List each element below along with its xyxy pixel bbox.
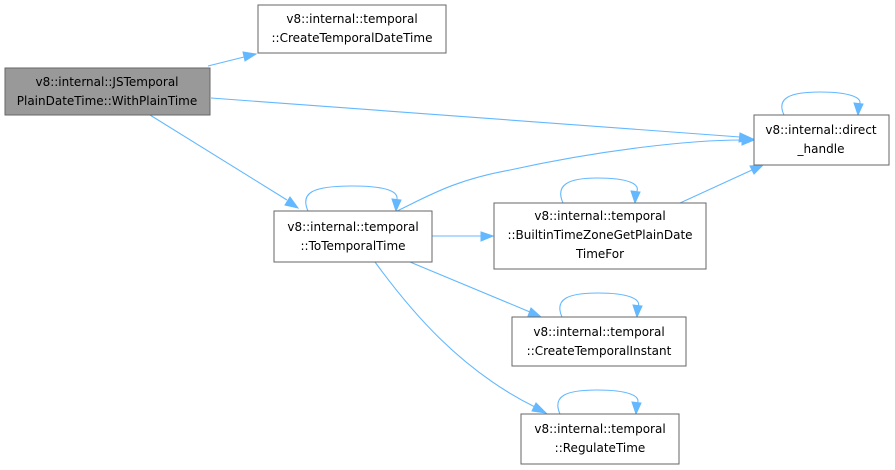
edge-arrowhead <box>631 401 642 416</box>
edge-builtin-to-direct-handle <box>679 169 753 204</box>
edge-self-loop-regulate-time <box>557 389 639 415</box>
edge-self-loop-direct-handle <box>781 91 861 116</box>
edge-arrowhead <box>284 196 300 209</box>
node-label-line: ::CreateTemporalDateTime <box>272 31 433 45</box>
edge-self-loop-builtin <box>560 177 638 204</box>
node-builtin-time-zone-get-plain-date-time-for[interactable]: v8::internal::temporal ::BuiltinTimeZone… <box>493 202 707 270</box>
node-label-line: ::ToTemporalTime <box>300 239 405 253</box>
edge-arrowhead <box>853 102 864 117</box>
node-create-temporal-date-time[interactable]: v8::internal::temporal ::CreateTemporalD… <box>257 4 447 54</box>
edge-self-loop-create-temporal-instant <box>559 292 640 318</box>
node-label-line: v8::internal::temporal <box>286 12 417 26</box>
edge-to-temporal-time-to-direct-handle <box>396 139 743 212</box>
node-label-line: v8::internal::temporal <box>534 422 665 436</box>
edge-to-temporal-time-to-regulate-time <box>374 261 536 408</box>
node-regulate-time[interactable]: v8::internal::temporal ::RegulateTime <box>520 413 680 465</box>
edge-arrowhead <box>527 307 543 318</box>
node-label-line: v8::internal::direct <box>765 123 877 137</box>
edge-arrowhead <box>242 51 258 62</box>
edge-arrowhead <box>531 402 548 414</box>
edge-arrowhead <box>630 190 641 205</box>
node-label-line: PlainDateTime::WithPlainTime <box>17 94 197 108</box>
edge-arrowhead <box>632 304 643 319</box>
node-root[interactable]: v8::internal::JSTemporal PlainDateTime::… <box>4 67 211 116</box>
edge-arrowhead <box>749 164 765 175</box>
edge-arrowhead <box>480 231 495 242</box>
edge-to-temporal-time-to-create-temporal-instant <box>409 261 531 313</box>
node-label-line: _handle <box>797 142 845 156</box>
node-label-line: ::CreateTemporalInstant <box>527 344 672 358</box>
node-label-line: ::RegulateTime <box>555 441 646 455</box>
node-label-line: v8::internal::temporal <box>287 220 418 234</box>
node-to-temporal-time[interactable]: v8::internal::temporal ::ToTemporalTime <box>273 210 433 263</box>
edge-root-to-direct-handle <box>210 97 741 138</box>
edge-self-loop-to-temporal-time <box>305 185 398 212</box>
node-label-line: TimeFor <box>575 247 624 261</box>
node-label-line: v8::internal::temporal <box>534 209 665 223</box>
edge-root-to-to-temporal-time <box>149 114 288 201</box>
node-label-line: ::BuiltinTimeZoneGetPlainDate <box>507 228 692 242</box>
edge-root-to-create-temporal-date-time <box>207 56 245 67</box>
node-label-line: v8::internal::temporal <box>533 325 664 339</box>
edge-arrowhead <box>391 198 402 213</box>
node-direct-handle[interactable]: v8::internal::direct _handle <box>753 114 890 166</box>
edge-arrowhead <box>741 135 756 146</box>
node-label-line: v8::internal::JSTemporal <box>35 75 178 89</box>
node-create-temporal-instant[interactable]: v8::internal::temporal ::CreateTemporalI… <box>511 316 687 367</box>
